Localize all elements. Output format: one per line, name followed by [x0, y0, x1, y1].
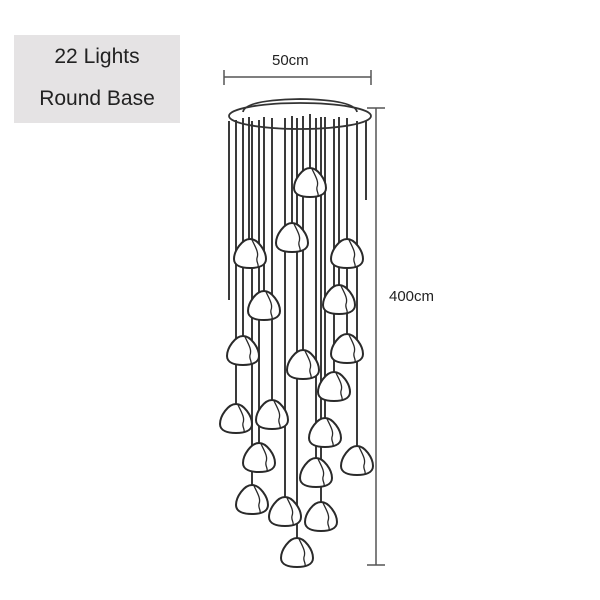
pendant-light-icon [255, 399, 289, 430]
pendant-light-icon [308, 417, 342, 448]
pendant-light-icon [304, 501, 338, 532]
round-base-canopy [228, 98, 372, 130]
pendant-light-icon [330, 238, 364, 269]
pendant-light-icon [242, 442, 276, 473]
pendant-light-icon [286, 349, 320, 380]
pendant-light-icon [317, 371, 351, 402]
width-dimension-line [223, 70, 372, 85]
pendant-light-icon [280, 537, 314, 568]
width-dimension-label: 50cm [272, 52, 309, 69]
light-count-text: 22 Lights [54, 45, 140, 68]
pendant-light-icon [235, 484, 269, 515]
base-shape-text: Round Base [39, 87, 155, 110]
height-dimension-line [367, 107, 385, 566]
pendant-light-icon [322, 284, 356, 315]
pendant-light-icon [219, 403, 253, 434]
height-dimension-label: 400cm [389, 288, 435, 305]
product-spec-label: 22 Lights Round Base [14, 35, 180, 123]
pendant-light-icon [299, 457, 333, 488]
pendant-light-icon [233, 238, 267, 269]
pendant-light-icon [340, 445, 374, 476]
pendant-light-icon [226, 335, 260, 366]
pendant-light-icon [330, 333, 364, 364]
